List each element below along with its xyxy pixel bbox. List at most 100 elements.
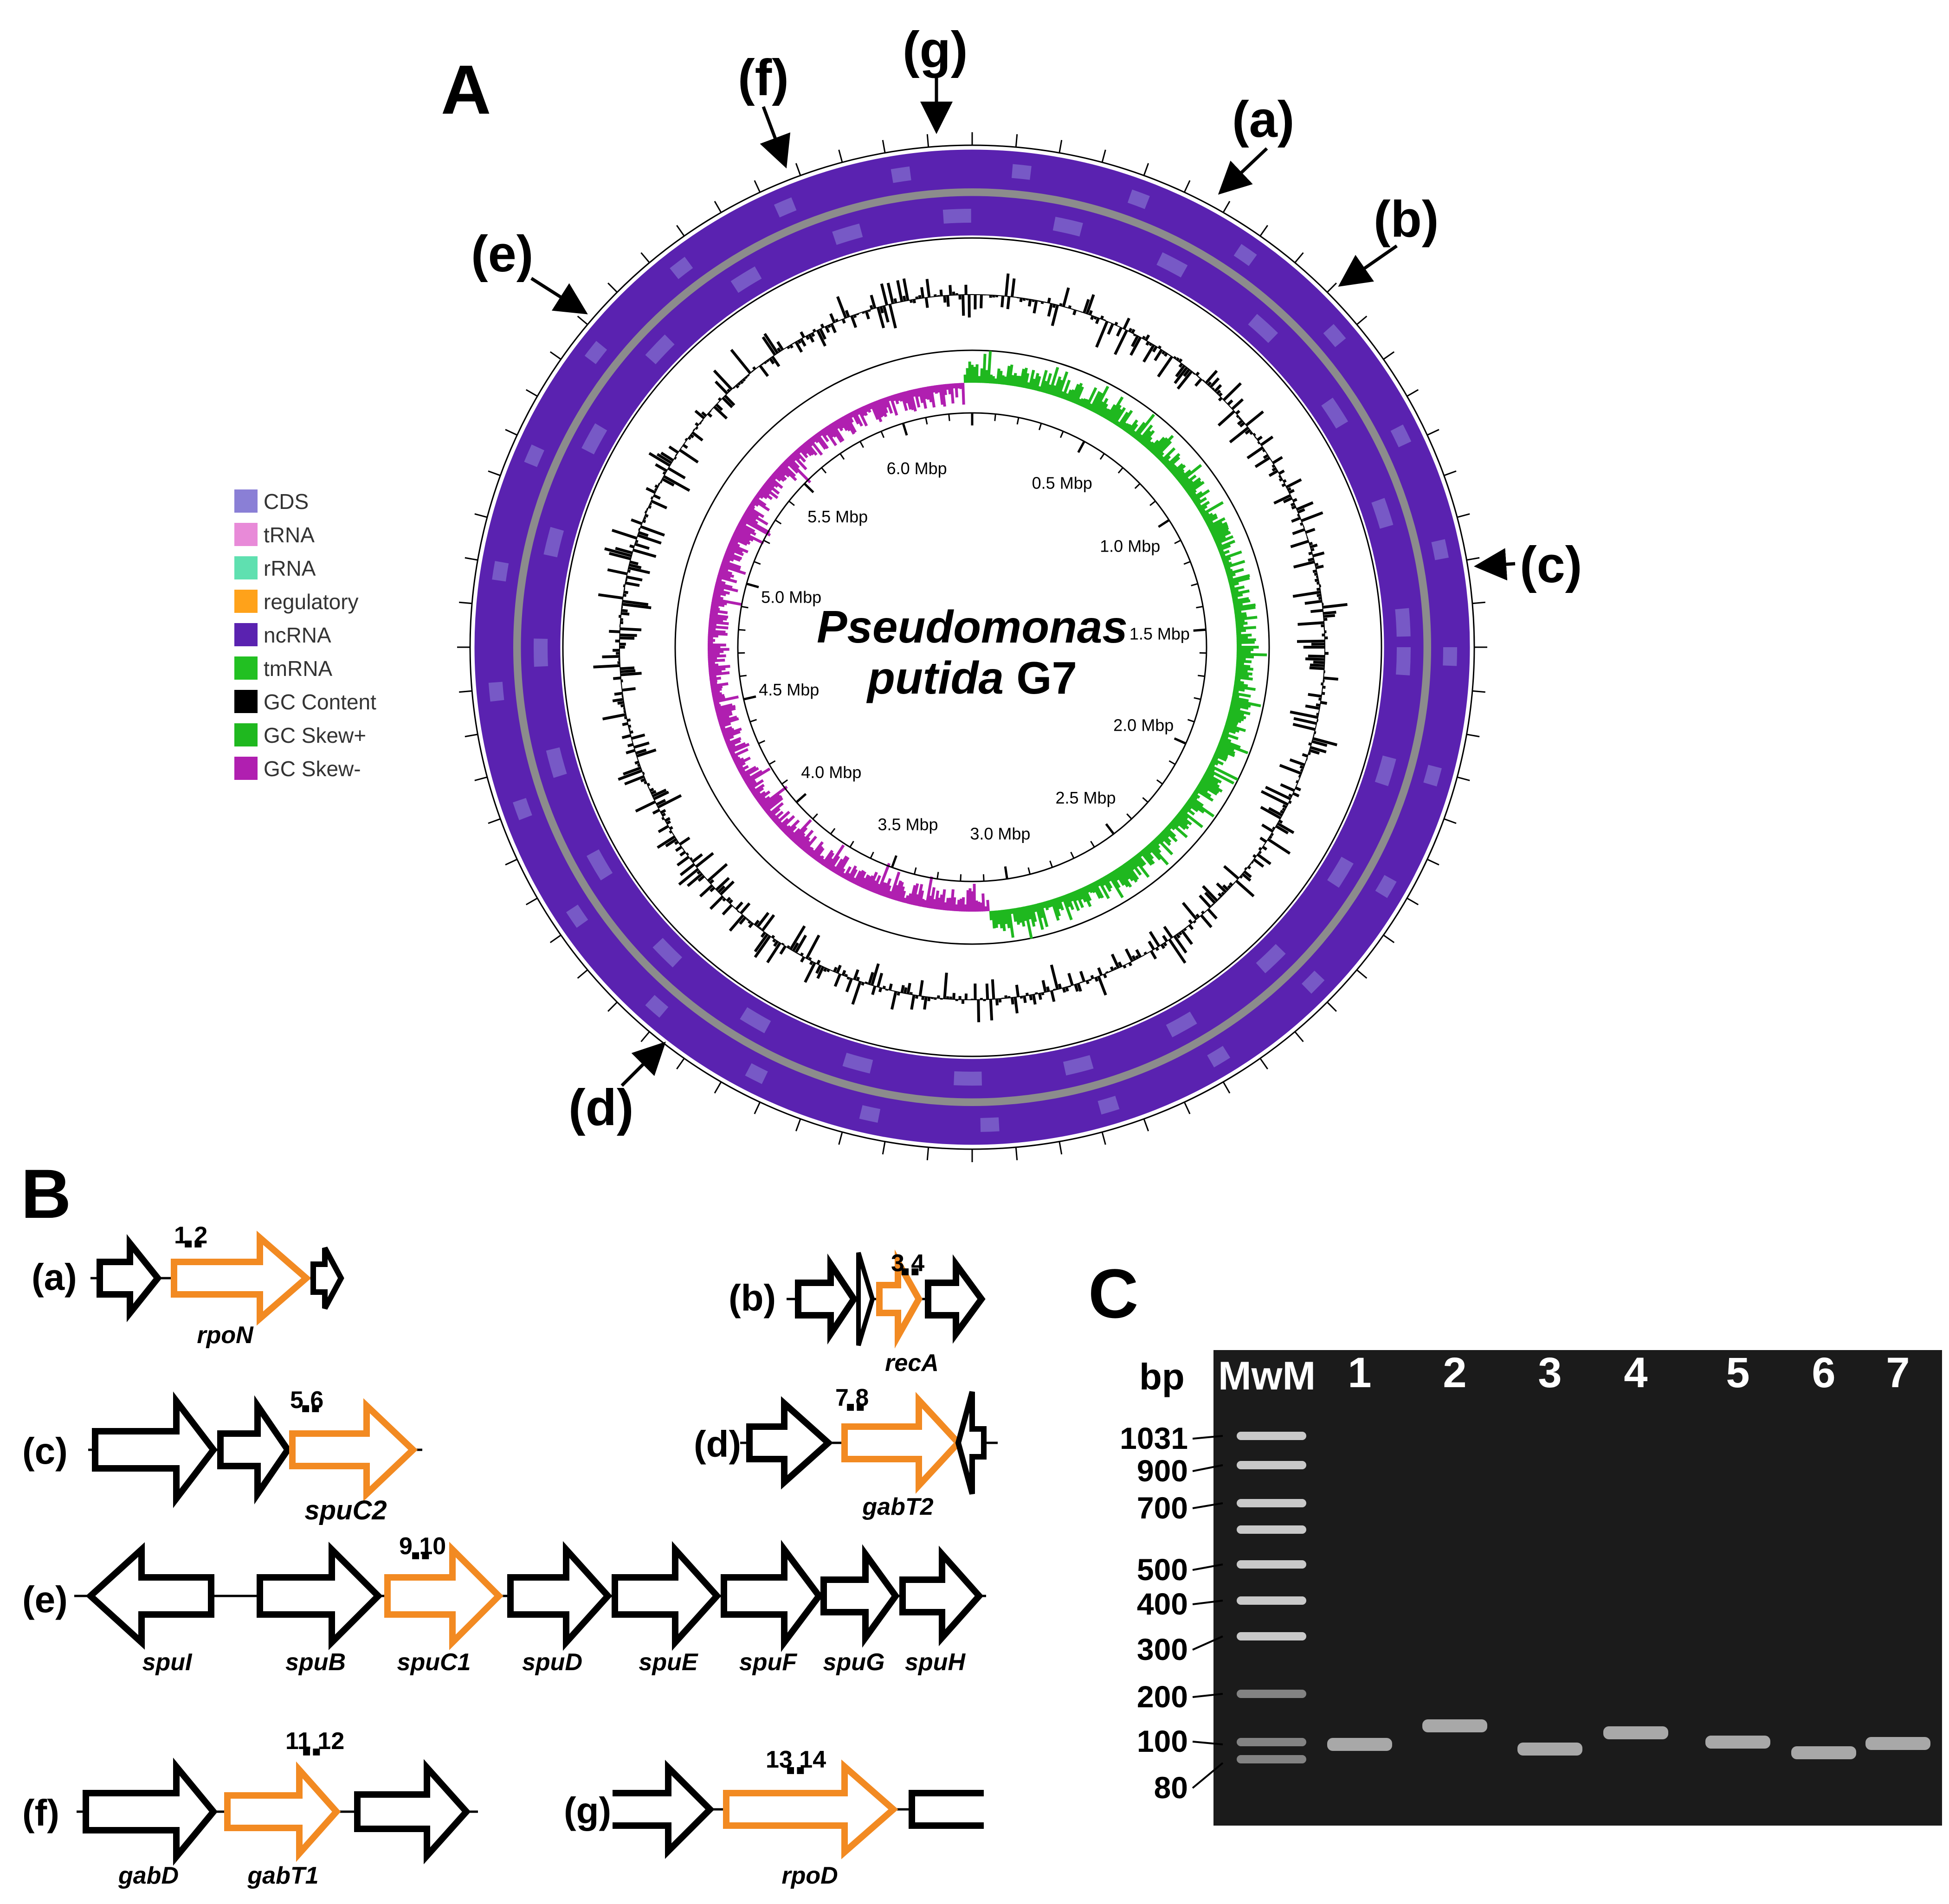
gene-spuI-arrow [85, 1542, 214, 1650]
gc-skew-bar [786, 457, 812, 483]
gc-content-bar [1047, 303, 1053, 317]
gc-skew-bar [909, 390, 917, 412]
gc-content-bar [1297, 508, 1305, 514]
gc-skew-bar [1151, 437, 1168, 455]
gc-skew-bar [982, 354, 987, 383]
inner-tick [1090, 841, 1095, 848]
gc-skew-bar [813, 434, 827, 450]
gc-skew-bar [1230, 701, 1251, 708]
gc-skew-bar [871, 401, 883, 423]
lane-label: 7 [1886, 1349, 1910, 1396]
gc-content-bar [688, 436, 692, 440]
gc-content-bar [1074, 984, 1079, 992]
gc-skew-bar [797, 446, 808, 458]
gc-content-bar [915, 296, 919, 299]
size-tick [1192, 1693, 1223, 1698]
gc-content-bar [717, 401, 720, 404]
gc-content-bar [654, 488, 658, 491]
gc-content-bar [1237, 419, 1244, 425]
sample-band [1517, 1743, 1582, 1756]
gc-content-bar [631, 518, 643, 525]
gc-skew-bar [1014, 907, 1020, 925]
gc-skew-bar [730, 751, 736, 756]
gc-content-bar [645, 514, 649, 518]
gc-skew-bar [1212, 755, 1219, 761]
gc-content-bar [1265, 785, 1291, 800]
gc-content-bar [1047, 297, 1051, 303]
gc-skew-bar [1207, 517, 1226, 528]
gc-skew-bar [1221, 734, 1229, 740]
gene-arrow [354, 1759, 471, 1865]
outer-tick [714, 1081, 722, 1094]
gene-spuD-arrow [507, 1541, 613, 1651]
size-label: 200 [1137, 1679, 1188, 1714]
gc-skew-bar [1204, 513, 1217, 522]
size-label: 100 [1137, 1724, 1188, 1758]
gc-skew-bar [716, 579, 726, 585]
operon-f: (f) 11 12 ▪▪ gabD gabT1 [22, 1728, 478, 1889]
operon-e-id: (e) [22, 1579, 68, 1620]
gc-skew-bar [712, 696, 726, 701]
operon-d: (d) 7 8 ▪▪ gabT2 [694, 1384, 998, 1520]
gc-skew-bar [920, 387, 927, 409]
gc-skew-bar [1113, 407, 1126, 425]
gc-skew-bar [1099, 878, 1106, 886]
gc-skew-bar [719, 568, 733, 575]
gc-content-bar [714, 380, 729, 395]
gc-skew-bar [1076, 398, 1082, 405]
gc-skew-bar [708, 657, 717, 660]
size-label: 700 [1137, 1491, 1188, 1525]
gc-content-bar [762, 336, 776, 356]
gc-skew-bar [1229, 585, 1235, 589]
gc-content-bar [792, 342, 795, 345]
gc-skew-bar [1005, 366, 1011, 386]
gc-content-bar [1308, 557, 1314, 562]
gc-skew-bar [744, 767, 771, 785]
panel-a-label: A [441, 51, 491, 129]
gc-skew-bar [1000, 909, 1006, 932]
gc-content-bar [623, 584, 626, 587]
gc-skew-bar [870, 402, 879, 420]
gc-content-bar [1259, 836, 1267, 843]
gc-content-bar [823, 967, 827, 972]
gc-content-bar [897, 991, 900, 996]
gene-spuB-arrow [257, 1542, 383, 1650]
gc-skew-bar [759, 489, 773, 500]
gc-content-bar [701, 411, 707, 417]
gc-skew-bar [1198, 782, 1218, 796]
inner-tick [1183, 561, 1191, 565]
inner-tick [1156, 779, 1163, 785]
gc-skew-bar [716, 575, 737, 584]
gene-rpoD-arrow [723, 1759, 898, 1859]
gc-content-bar [1033, 300, 1038, 314]
gc-skew-bar [876, 399, 885, 417]
gc-skew-bar [717, 715, 730, 721]
gc-content-bar [1088, 310, 1093, 315]
gc-skew-bar [1203, 774, 1219, 785]
gc-skew-bar [1107, 873, 1124, 899]
gc-skew-bar [1177, 469, 1192, 482]
gc-skew-bar [1132, 856, 1150, 878]
gc-content-bar [622, 603, 652, 610]
gc-skew-bar [1023, 906, 1033, 939]
gc-content-bar [902, 296, 906, 302]
gc-content-bar [1095, 321, 1109, 348]
gc-content-bar [1022, 298, 1026, 301]
inner-tick [1134, 483, 1141, 489]
gc-skew-bar [755, 791, 766, 800]
gc-content-bar [1200, 910, 1205, 914]
size-tick [1192, 1435, 1223, 1440]
gc-skew-bar [1028, 905, 1036, 927]
gc-content-bar [1239, 875, 1243, 879]
gc-skew-bar [1180, 477, 1189, 486]
gene-label-rpoD: rpoD [781, 1862, 838, 1889]
gc-skew-bar [1023, 373, 1030, 389]
outer-tick [607, 1002, 618, 1012]
gc-skew-bar [734, 530, 754, 542]
gc-skew-bar [1044, 901, 1049, 911]
gc-content-bar [1310, 663, 1325, 667]
operon-g: (g) 13 14 ▪▪ rpoD [564, 1746, 984, 1889]
gc-skew-bar [833, 421, 839, 430]
